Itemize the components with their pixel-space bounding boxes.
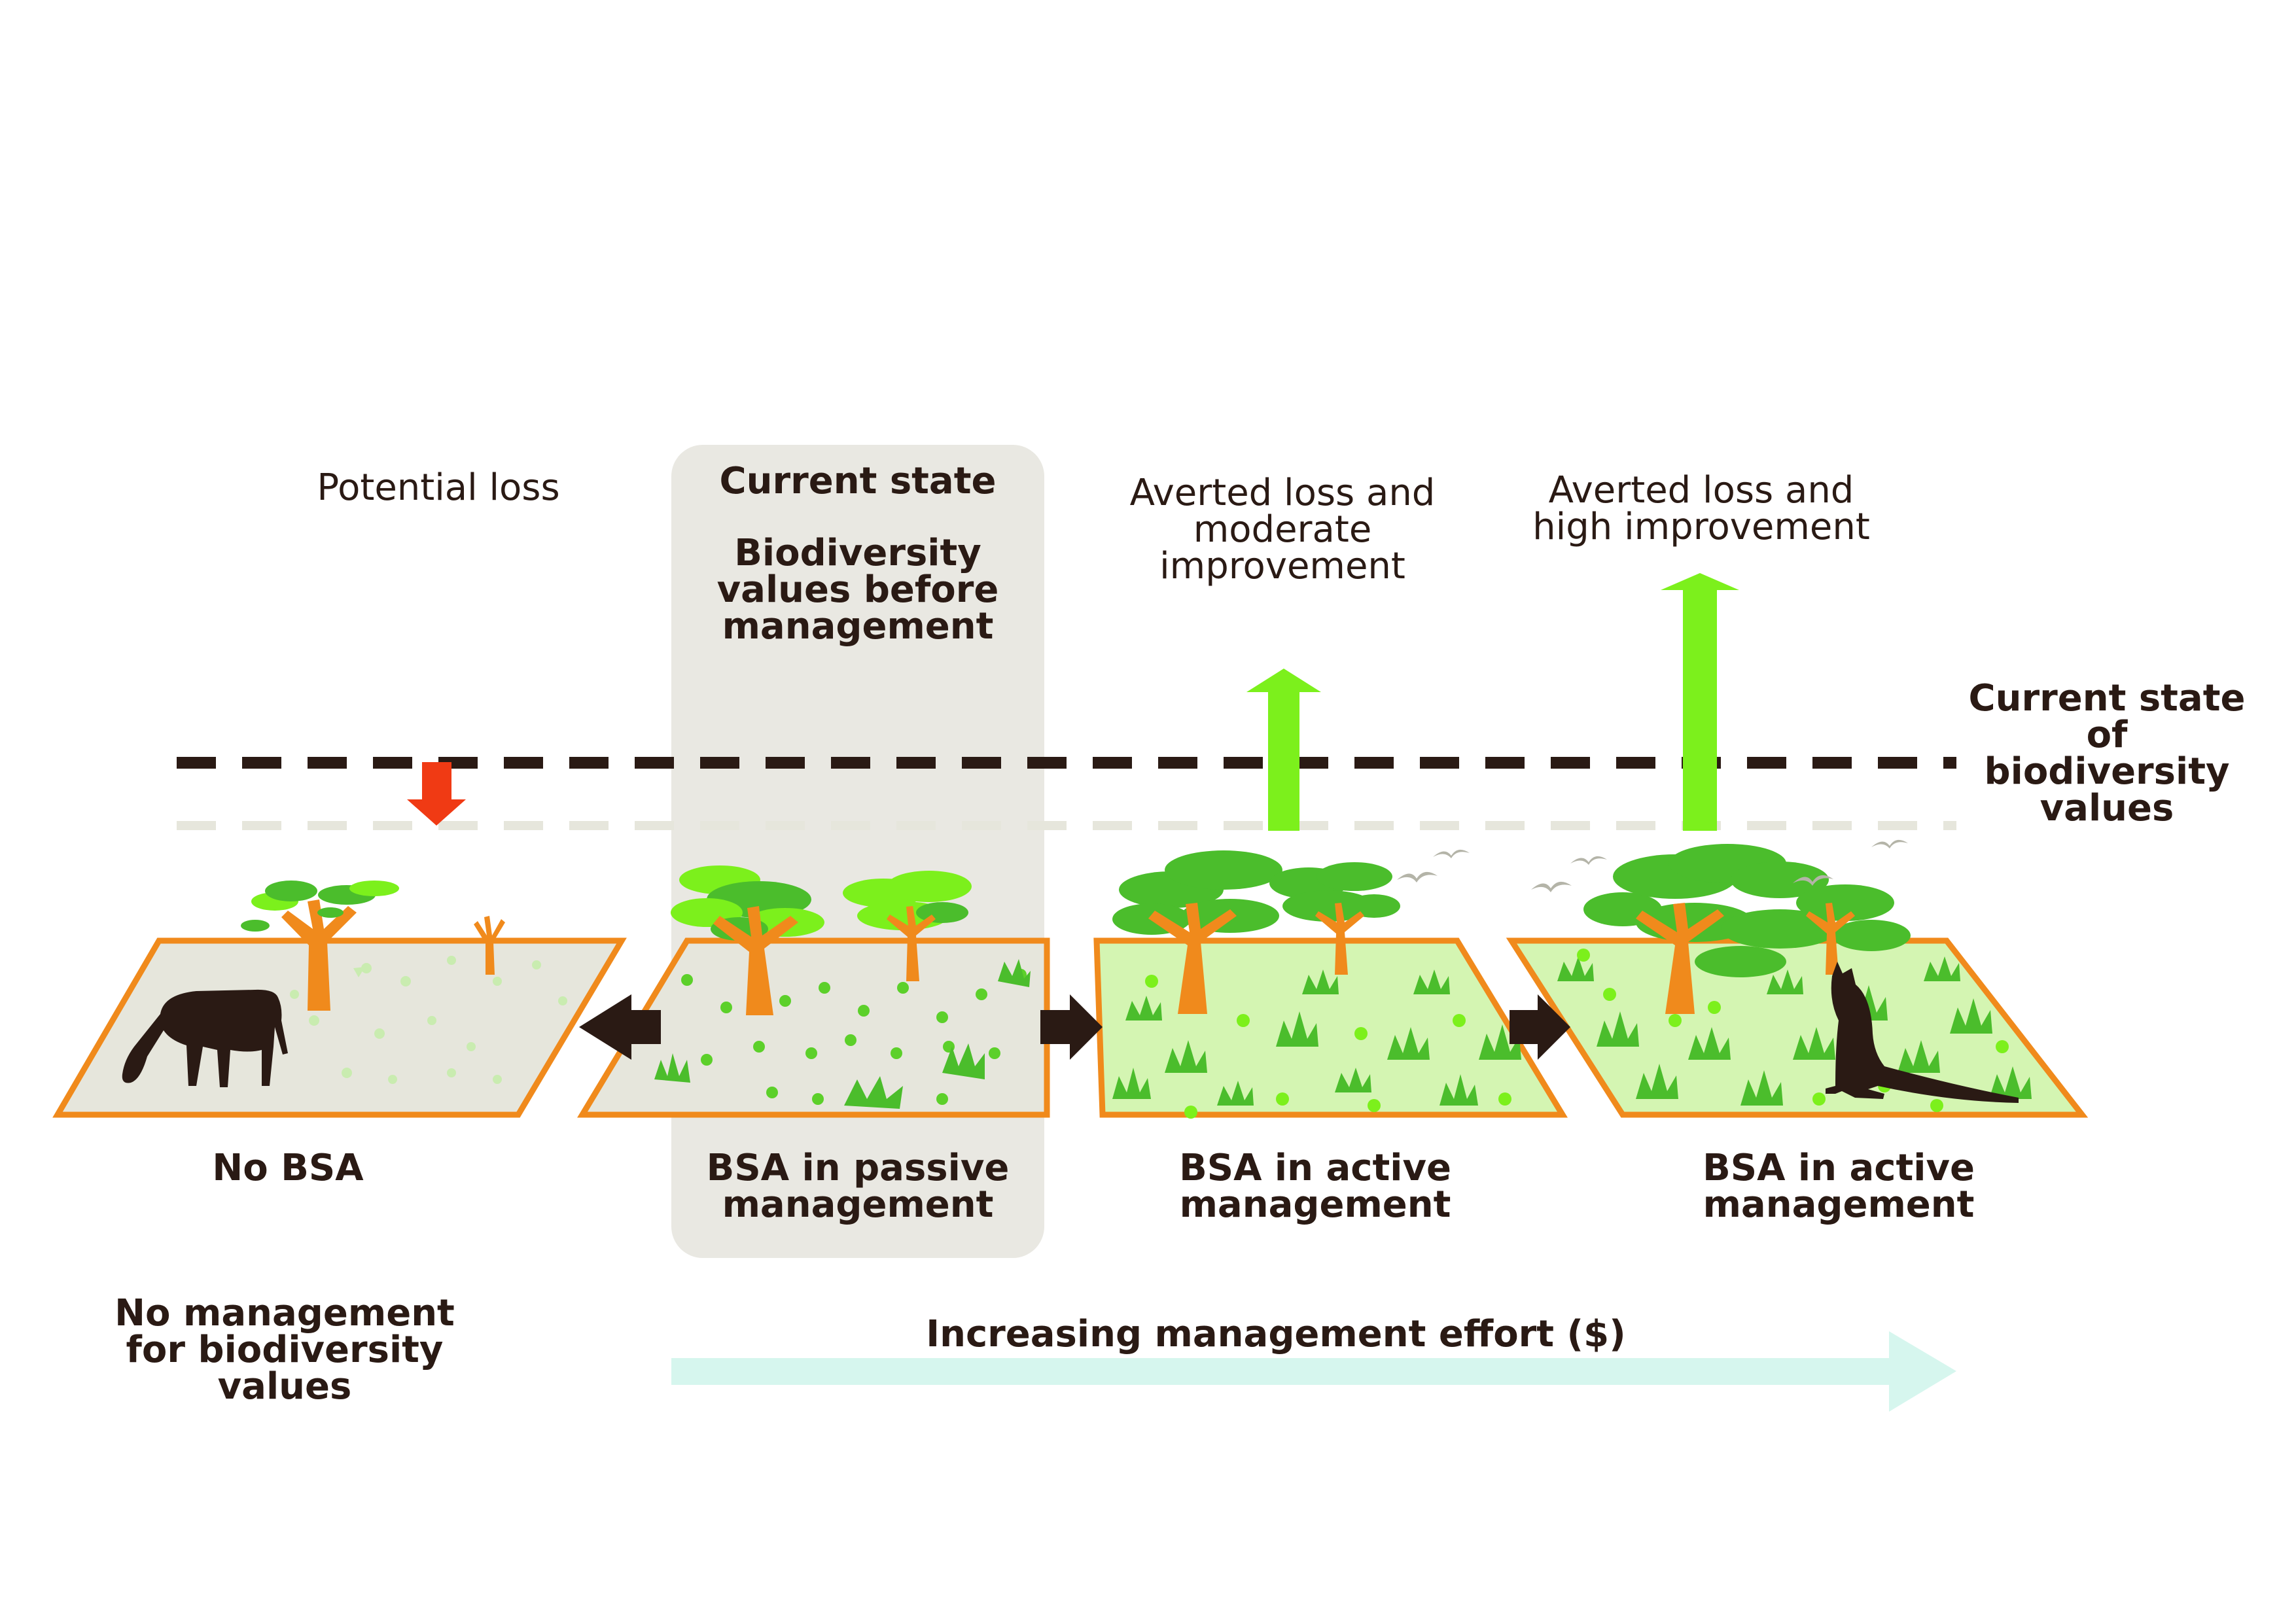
current-state-title: Current state — [719, 460, 997, 502]
arrow-passive-to-active — [1040, 994, 1103, 1060]
land-panel-passive — [577, 865, 1050, 1118]
tree-icon — [241, 881, 399, 1011]
shrub-icon — [1112, 969, 1521, 1106]
high-improvement-arrow — [1661, 573, 1739, 831]
current-state-values-label: Current state of biodiversity values — [1968, 677, 2246, 829]
potential-loss-label: Potential loss — [317, 466, 560, 509]
moderate-improvement-arrow — [1246, 669, 1321, 831]
tree-icon — [671, 865, 824, 1015]
passive-management-label: BSA in passive management — [706, 1147, 1010, 1226]
bird-icon — [1397, 849, 1470, 882]
cow-icon — [122, 989, 288, 1087]
land-panel-no-bsa — [52, 881, 627, 1118]
kangaroo-icon — [1826, 962, 2019, 1103]
no-management-label: No management for biodiversity values — [115, 1292, 455, 1408]
moderate-improvement-label: Averted loss and moderate improvement — [1129, 472, 1436, 587]
small-tree-icon — [474, 916, 505, 975]
active-management-label-1: BSA in active management — [1179, 1147, 1451, 1226]
management-effort-arrow — [671, 1331, 1956, 1412]
land-panel-active-moderate — [1093, 849, 1568, 1119]
loss-arrow — [407, 762, 466, 826]
current-state-description: Biodiversity values before management — [716, 532, 999, 648]
high-improvement-label: Averted loss and high improvement — [1532, 469, 1870, 548]
arrow-active-to-active — [1510, 994, 1570, 1060]
active-management-label-2: BSA in active management — [1703, 1147, 1975, 1226]
no-bsa-label: No BSA — [212, 1147, 364, 1189]
bird-icon — [1531, 839, 1908, 892]
shrub-icon — [1557, 956, 2032, 1106]
tree-icon — [1269, 862, 1400, 975]
arrow-passive-to-no-bsa — [579, 994, 661, 1060]
land-panel-active-high — [1506, 839, 2089, 1118]
management-effort-label: Increasing management effort ($) — [926, 1313, 1626, 1355]
shrub-icon — [654, 959, 1031, 1109]
tree-icon — [1583, 844, 1911, 1014]
tree-icon — [1112, 850, 1282, 1014]
tree-icon — [843, 871, 972, 981]
